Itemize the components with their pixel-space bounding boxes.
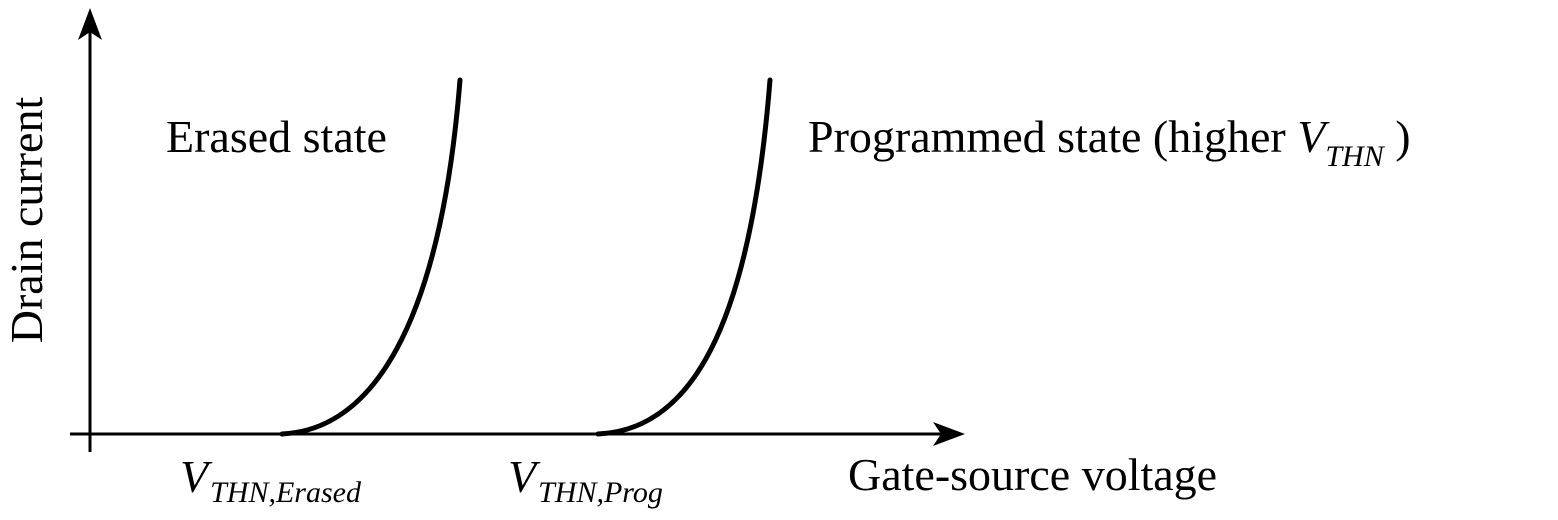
erased-state-label: Erased state — [166, 111, 387, 162]
threshold-programmed-label: VTHN,Prog — [508, 451, 663, 509]
y-axis — [78, 8, 102, 452]
threshold-erased-sub: THN,Erased — [210, 476, 362, 509]
threshold-erased-label: VTHN,Erased — [180, 451, 362, 509]
programmed-label-prefix: Programmed state (higher — [808, 111, 1297, 162]
erased-state-curve — [279, 77, 463, 437]
programmed-state-label: Programmed state (higher VTHN ) — [808, 111, 1411, 173]
x-axis — [70, 422, 965, 446]
programmed-state-curve — [595, 77, 773, 437]
threshold-programmed-var: V — [508, 451, 541, 502]
x-axis-arrowhead — [933, 422, 965, 446]
x-axis-label: Gate-source voltage — [848, 449, 1217, 500]
y-axis-arrowhead — [78, 8, 102, 40]
threshold-erased-var: V — [180, 451, 213, 502]
programmed-label-var: V — [1297, 111, 1330, 162]
threshold-programmed-sub: THN,Prog — [538, 476, 663, 509]
programmed-label-sub: THN — [1325, 140, 1385, 173]
programmed-label-suffix: ) — [1384, 111, 1411, 162]
y-axis-label: Drain current — [1, 97, 52, 344]
